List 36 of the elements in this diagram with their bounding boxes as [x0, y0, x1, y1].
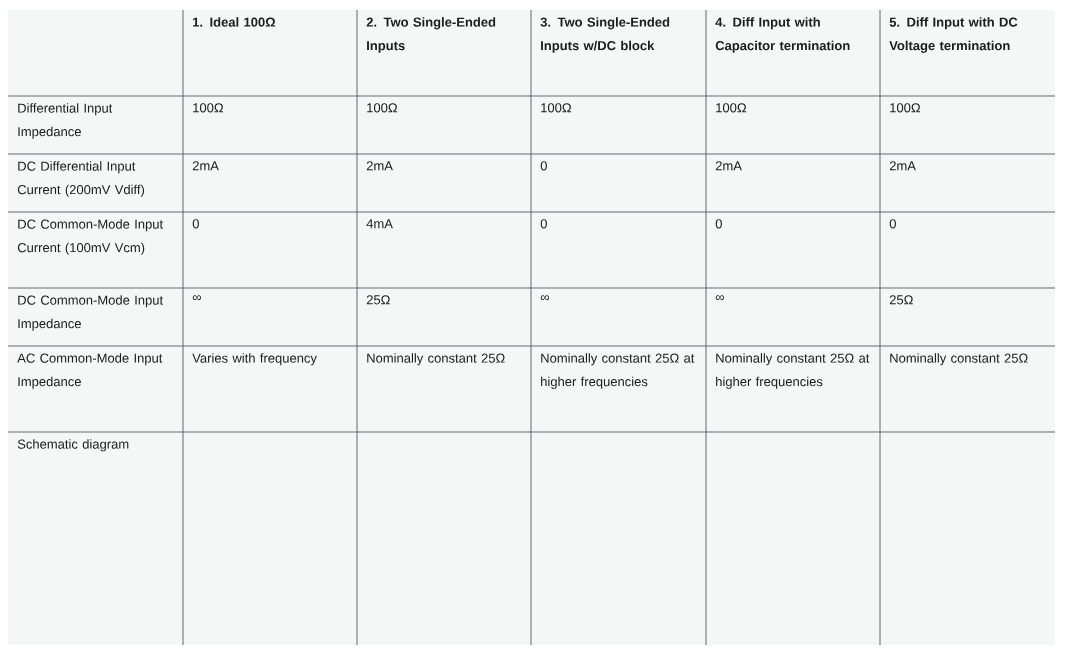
column-header: 3. Two Single-Ended Inputs w/DC block — [540, 17, 670, 53]
column-header: 5. Diff Input with DC Voltage termination — [889, 17, 1018, 53]
cell-text: 100Ω — [890, 103, 921, 113]
cell-text: ∞ — [715, 295, 724, 301]
cell-text: 0 — [889, 219, 896, 229]
cell-text: 2mA — [889, 161, 916, 171]
cell-text: 100Ω — [541, 103, 572, 113]
cell-text: Nominally constant 25Ω at higher frequencies — [541, 353, 695, 389]
cell-text: 2mA — [192, 161, 219, 171]
cell-text: 25Ω — [889, 295, 913, 305]
cell-text: 0 — [192, 219, 199, 229]
cell-text: Nominally constant 25Ω — [890, 353, 1028, 366]
row-label: DC Common-Mode Input Current (100mV Vcm) — [17, 219, 163, 255]
row-label: AC Common-Mode Input Impedance — [17, 353, 163, 389]
column-header: 2. Two Single-Ended Inputs — [366, 17, 496, 53]
cell-text: 2mA — [366, 161, 393, 171]
cell-text: 25Ω — [366, 295, 390, 305]
row-label: Differential Input Impedance — [18, 103, 113, 139]
cell-text: 2mA — [715, 161, 742, 171]
row-label: Schematic diagram — [17, 439, 129, 452]
cell-text: Nominally constant 25Ω at higher frequencies — [716, 353, 870, 389]
cell-text: 0 — [540, 219, 547, 229]
cell-text: Nominally constant 25Ω — [367, 353, 505, 366]
column-header: 4. Diff Input with Capacitor termination — [715, 17, 850, 53]
column-header: 1. Ideal 100Ω — [193, 17, 276, 27]
cell-text: 100Ω — [716, 103, 747, 113]
cell-text: ∞ — [540, 295, 549, 301]
cell-text: Varies with frequency — [192, 353, 317, 366]
cell-text: 4mA — [366, 219, 393, 229]
cell-text: ∞ — [192, 295, 201, 301]
cell-text: 0 — [540, 161, 547, 171]
cell-text: 0 — [715, 219, 722, 229]
cell-text: 100Ω — [193, 103, 224, 113]
cell-text: 100Ω — [367, 103, 398, 113]
row-label: DC Differential Input Current (200mV Vdiff) — [17, 161, 145, 197]
row-label: DC Common-Mode Input Impedance — [18, 295, 163, 331]
